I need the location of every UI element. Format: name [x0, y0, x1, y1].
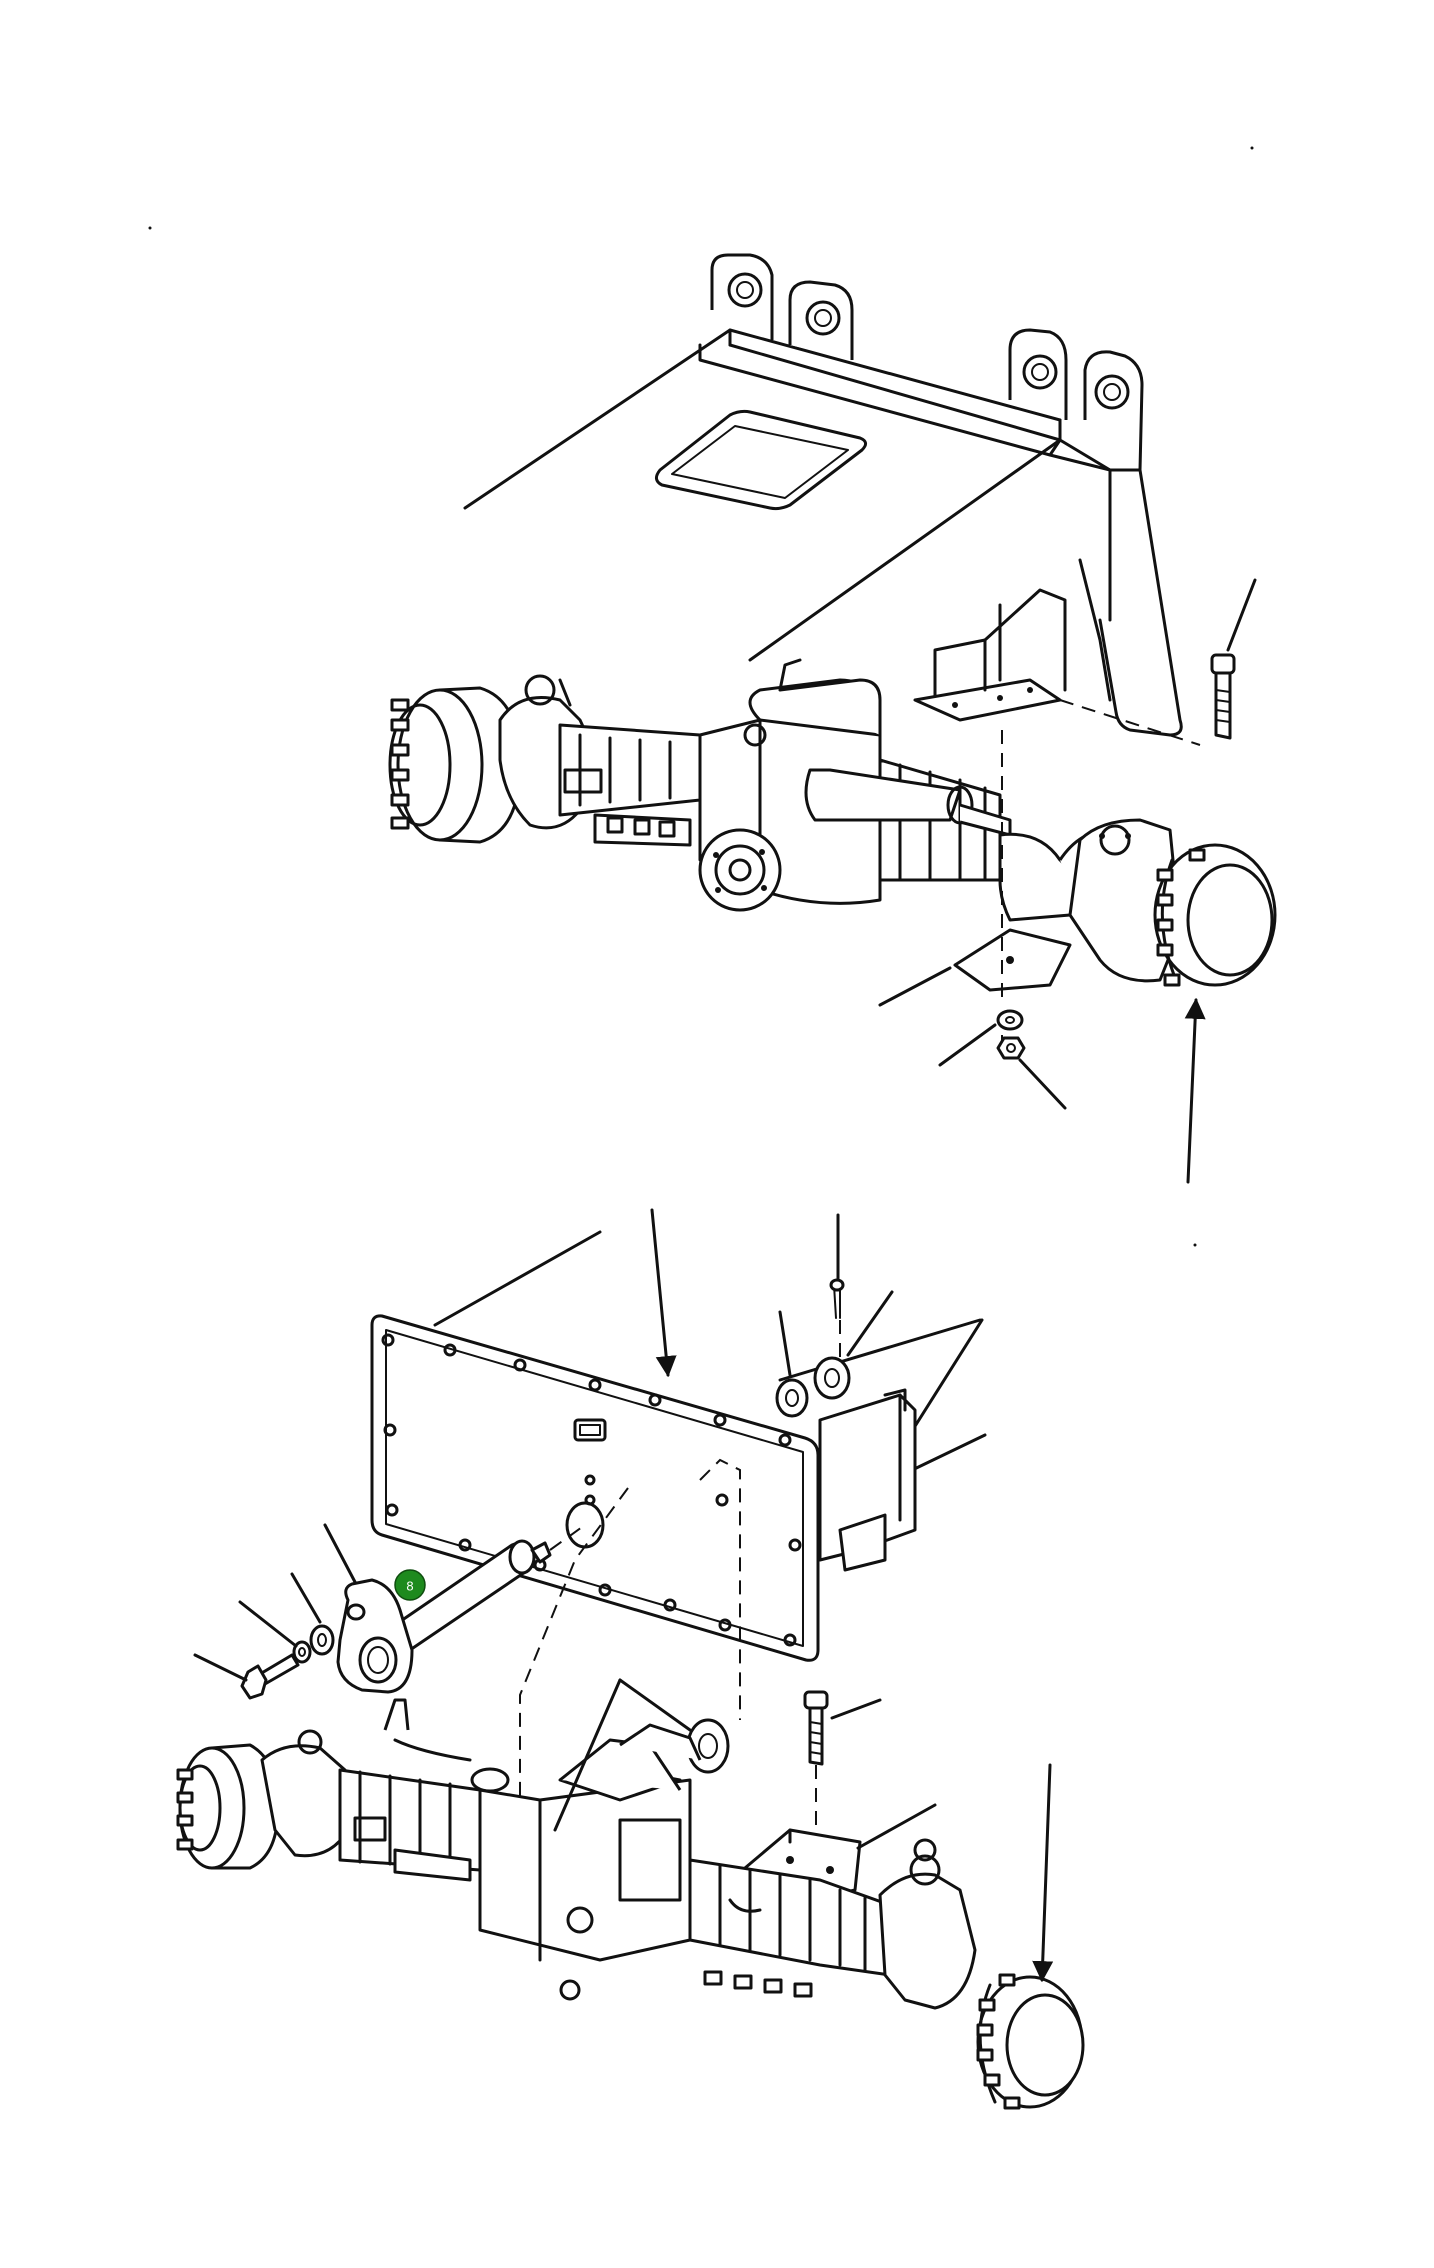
callout-label: 8 — [406, 1579, 413, 1594]
arrow-plate-bottom — [650, 1208, 677, 1378]
leader-bolt-top — [1226, 578, 1257, 652]
rear-axle-bottom — [176, 1698, 1085, 2110]
housing-top-edge — [433, 1230, 602, 1327]
leader-flange — [323, 1523, 357, 1584]
fastener-set-left — [240, 1624, 335, 1700]
leader-bolt-left — [193, 1653, 248, 1682]
mounting-plate — [370, 1314, 820, 1800]
bolt-top-right — [1210, 653, 1236, 740]
leader-plate-top — [878, 966, 952, 1007]
arrow-hub-bottom — [1032, 1763, 1054, 1983]
right-hub-studs — [1156, 848, 1206, 987]
bushings-upper — [775, 1278, 851, 1418]
chassis-frame — [463, 253, 1201, 746]
leader-nut-top — [1018, 1058, 1067, 1110]
leader-bushing-b — [846, 1290, 894, 1357]
washer-nut-top — [996, 1009, 1026, 1060]
callout-8[interactable]: 8 — [394, 1569, 426, 1601]
leader-plate-lower — [856, 1803, 937, 1850]
left-hub-studs — [390, 698, 410, 830]
leader-bushing-mid-a — [618, 1678, 692, 1732]
pin-shaft — [336, 1524, 586, 1694]
front-axle-top — [388, 658, 1277, 1050]
bottom-assembly — [176, 1208, 1085, 2110]
leader-washer — [290, 1572, 322, 1624]
top-assembly — [388, 253, 1277, 1184]
callout-marker[interactable] — [394, 1569, 426, 1601]
leader-bushing-mid-b — [553, 1678, 622, 1832]
leader-bolt-lower — [830, 1698, 882, 1720]
leader-lockwasher — [238, 1600, 298, 1648]
bolt-plate-lower — [743, 1690, 862, 1900]
leader-bushing-a — [778, 1310, 792, 1377]
arrow-hub-top — [1184, 997, 1206, 1184]
leader-washer-top — [938, 1023, 997, 1067]
